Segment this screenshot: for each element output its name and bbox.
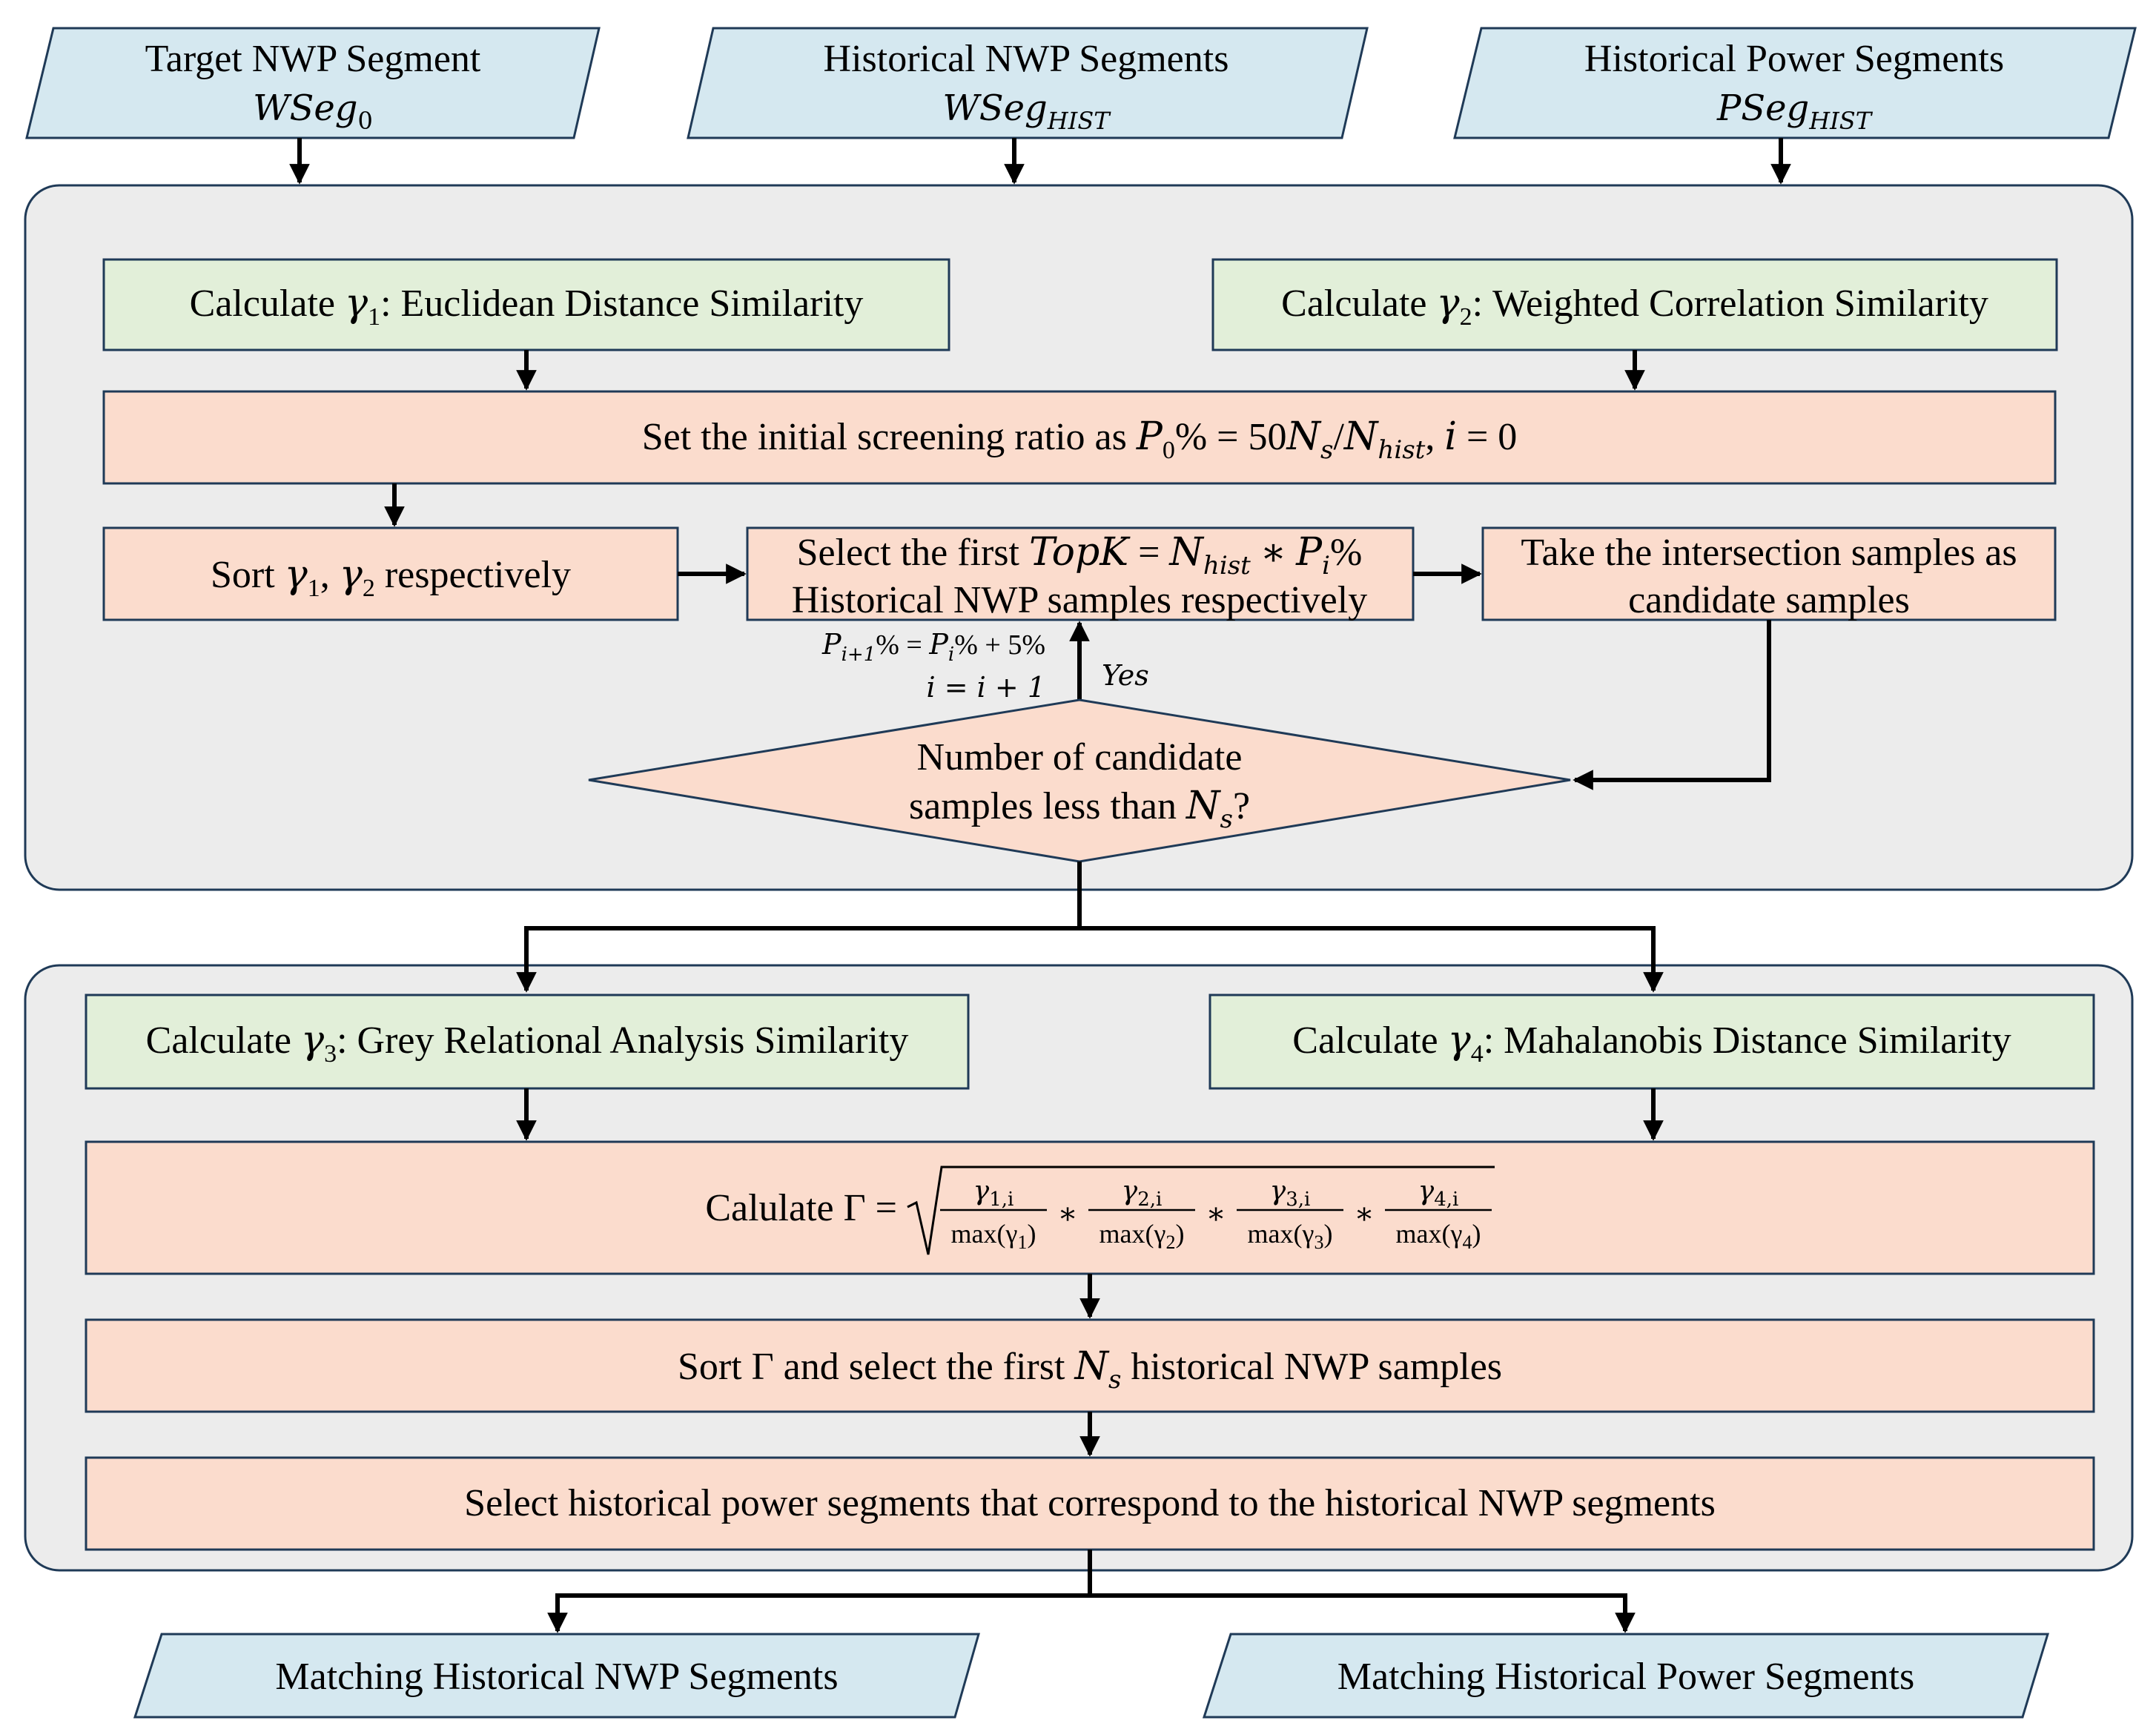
- frac-4-den: max(γ4): [1396, 1219, 1481, 1253]
- decision-diamond: Number of candidate samples less than Ns…: [588, 698, 1571, 863]
- frac-3: γ3,i max(γ3): [1237, 1176, 1343, 1253]
- select-power-text: Select historical power segments that co…: [464, 1482, 1716, 1524]
- sqrt-sign: [907, 1166, 1495, 1255]
- select-topk-line2: Historical NWP samples respectively: [792, 579, 1367, 621]
- loop-update-p: Pi+1% = Pi% + 5%: [821, 628, 1045, 666]
- output-matching-nwp-label: Matching Historical NWP Segments: [275, 1656, 838, 1698]
- input-historical-power: Historical Power Segments PSegHIST: [1453, 27, 2137, 139]
- gamma1-box: Calculate γ1: Euclidean Distance Similar…: [102, 258, 950, 351]
- gamma4-box: Calculate γ4: Mahalanobis Distance Simil…: [1208, 994, 2095, 1090]
- input-target-nwp-label: Target NWP Segment: [145, 38, 481, 80]
- frac-1: γ1,i max(γ1): [940, 1176, 1047, 1253]
- sort-gamma-text: Sort Γ and select the first Ns historica…: [678, 1344, 1502, 1395]
- select-topk-box: Select the first TopK = Nhist ∗ Pi% Hist…: [746, 526, 1415, 621]
- arrow-intersect-decision: [1573, 620, 1771, 790]
- frac-1-den: max(γ1): [951, 1219, 1036, 1253]
- calc-gamma-prefix: Calulate Γ =: [705, 1187, 897, 1229]
- select-power-box: Select historical power segments that co…: [85, 1456, 2095, 1551]
- gamma3-text: Calculate γ3: Grey Relational Analysis S…: [146, 1018, 909, 1068]
- frac-3-den: max(γ3): [1248, 1219, 1333, 1253]
- output-matching-nwp: Matching Historical NWP Segments: [133, 1633, 980, 1719]
- input-target-nwp-symbol: WSeg0: [253, 87, 373, 135]
- op-3: ∗: [1354, 1197, 1374, 1230]
- intersection-box: Take the intersection samples as candida…: [1481, 526, 2057, 621]
- gamma2-box: Calculate γ2: Weighted Correlation Simil…: [1211, 258, 2058, 351]
- op-1: ∗: [1057, 1197, 1077, 1230]
- sort-box: Sort γ1, γ2 respectively: [102, 526, 679, 621]
- frac-1-num: γ1,i: [973, 1176, 1014, 1211]
- op-2: ∗: [1206, 1197, 1226, 1230]
- gamma1-text: Calculate γ1: Euclidean Distance Similar…: [190, 281, 864, 331]
- decision-line2: samples less than Ns?: [909, 784, 1250, 834]
- init-ratio-text: Set the initial screening ratio as P0% =…: [642, 414, 1518, 465]
- intersection-line2: candidate samples: [1628, 579, 1910, 621]
- input-historical-nwp-label: Historical NWP Segments: [824, 38, 1229, 80]
- loop-yes-label: Yes: [1102, 659, 1149, 692]
- loop-update-i: i = i + 1: [927, 671, 1045, 704]
- decision-line1: Number of candidate: [917, 736, 1243, 778]
- calc-gamma-box: Calulate Γ = γ1,i max(γ1) ∗ γ2,i max(γ2)…: [85, 1140, 2095, 1275]
- sort-gamma-box: Sort Γ and select the first Ns historica…: [85, 1318, 2095, 1413]
- frac-2-num: γ2,i: [1122, 1176, 1163, 1211]
- gamma4-text: Calculate γ4: Mahalanobis Distance Simil…: [1292, 1018, 2011, 1068]
- frac-4-num: γ4,i: [1418, 1176, 1459, 1211]
- input-historical-nwp-symbol: WSegHIST: [942, 87, 1111, 135]
- frac-2-den: max(γ2): [1100, 1219, 1185, 1253]
- intersection-line1: Take the intersection samples as: [1521, 532, 2017, 574]
- input-historical-power-label: Historical Power Segments: [1584, 38, 2004, 80]
- select-topk-line1: Select the first TopK = Nhist ∗ Pi%: [797, 530, 1363, 581]
- gamma2-text: Calculate γ2: Weighted Correlation Simil…: [1281, 281, 1988, 331]
- input-target-nwp: Target NWP Segment WSeg0: [25, 27, 601, 139]
- input-historical-power-symbol: PSegHIST: [1716, 87, 1874, 135]
- output-matching-power: Matching Historical Power Segments: [1202, 1633, 2050, 1719]
- sort-text: Sort γ1, γ2 respectively: [211, 552, 571, 602]
- input-historical-nwp: Historical NWP Segments WSegHIST: [687, 27, 1369, 139]
- frac-2: γ2,i max(γ2): [1088, 1176, 1195, 1253]
- output-matching-power-label: Matching Historical Power Segments: [1337, 1656, 1914, 1698]
- frac-4: γ4,i max(γ4): [1385, 1176, 1492, 1253]
- frac-3-num: γ3,i: [1270, 1176, 1311, 1211]
- init-ratio-box: Set the initial screening ratio as P0% =…: [102, 390, 2057, 485]
- gamma3-box: Calculate γ3: Grey Relational Analysis S…: [85, 994, 970, 1090]
